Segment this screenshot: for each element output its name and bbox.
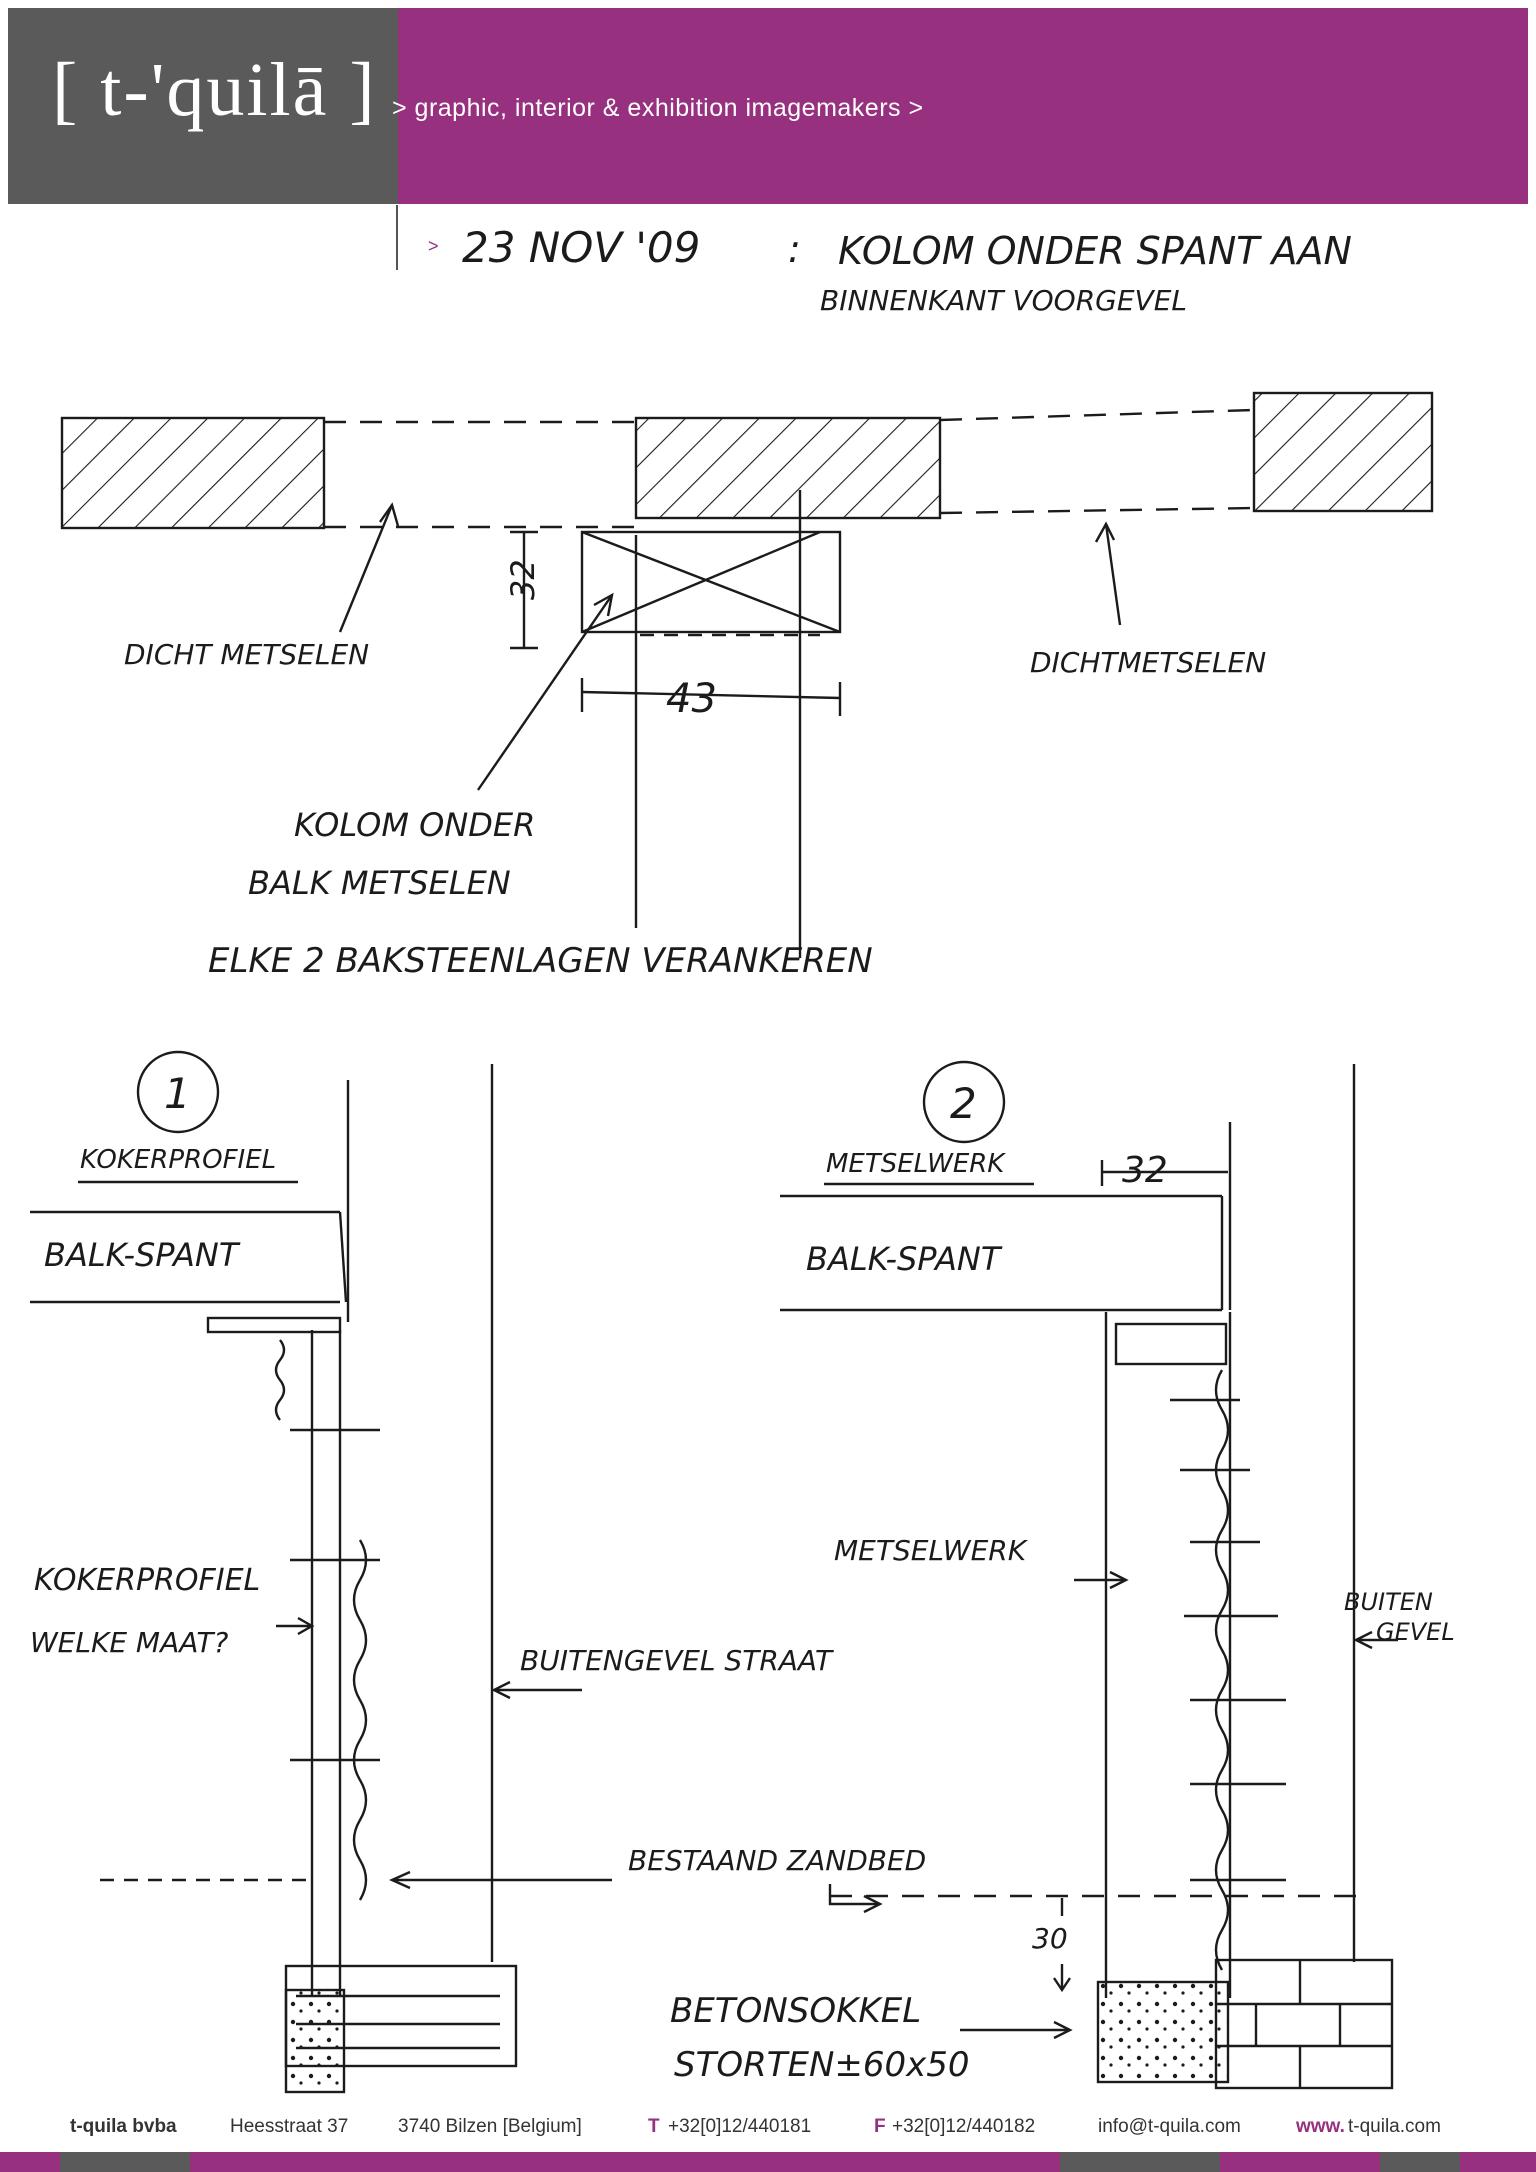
company-logo: [ t-'quilā ]: [52, 48, 377, 132]
note-title-line1: KOLOM ONDER SPANT AAN: [838, 229, 1352, 273]
footer-city: 3740 Bilzen [Belgium]: [398, 2116, 582, 2137]
plan-dim-height: 32: [504, 559, 542, 600]
plinth-label-line2: STORTEN±60x50: [674, 2045, 970, 2085]
plan-left-label: DICHT METSELEN: [124, 638, 369, 671]
plan-column-label-line2: BALK METSELEN: [248, 864, 511, 902]
plan-view: [60, 391, 1434, 958]
plinth-label-line1: BETONSOKKEL: [670, 1991, 921, 2031]
footer-email[interactable]: info@t-quila.com: [1098, 2116, 1241, 2137]
footer-company: t-quila bvba: [70, 2116, 177, 2137]
section-2-facade-label-line2: GEVEL: [1376, 1618, 1455, 1646]
plan-dim-width: 43: [666, 676, 717, 722]
footer-fax-prefix: F: [874, 2116, 886, 2137]
section-2-facade-label-line1: BUITEN: [1344, 1588, 1433, 1616]
section-1: [30, 1050, 612, 2094]
section-1-profile-question: WELKE MAAT?: [30, 1626, 228, 1659]
footer-tel-prefix: T: [648, 2116, 660, 2137]
header-logo-panel: [8, 8, 398, 204]
section-1-number: 1: [164, 1069, 191, 1118]
section-1-heading: KOKERPROFIEL: [80, 1145, 276, 1175]
note-title-line2: BINNENKANT VOORGEVEL: [820, 284, 1187, 317]
section-2-dim-width: 32: [1122, 1150, 1168, 1191]
wall-left: [60, 416, 326, 530]
header-tagline-panel: [398, 8, 1528, 204]
note-separator: :: [788, 227, 801, 271]
section-2-beam-label: BALK-SPANT: [806, 1240, 1003, 1278]
footer-tel: +32[0]12/440181: [668, 2116, 812, 2137]
plan-column-label-line1: KOLOM ONDER: [294, 806, 535, 844]
beam-middle: [634, 416, 942, 520]
depth-dimension: 30: [1032, 1922, 1068, 1955]
section-2: [780, 1060, 1398, 2090]
plan-right-label: DICHTMETSELEN: [1030, 646, 1266, 679]
footer-color-bar: [0, 2152, 1536, 2172]
note-bullet: >: [428, 236, 439, 256]
section-2-heading: METSELWERK: [826, 1149, 1006, 1179]
company-tagline: > graphic, interior & exhibition imagema…: [392, 94, 924, 122]
footer-fax: +32[0]12/440182: [892, 2116, 1036, 2137]
sandbed-label: BESTAAND ZANDBED: [628, 1844, 926, 1877]
section-1-profile-label: KOKERPROFIEL: [34, 1563, 260, 1598]
plan-anchor-note: ELKE 2 BAKSTEENLAGEN VERANKEREN: [208, 941, 873, 981]
footer-web[interactable]: t-quila.com: [1348, 2116, 1441, 2137]
wall-right: [1252, 391, 1434, 513]
section-1-facade-label: BUITENGEVEL STRAAT: [520, 1644, 834, 1677]
note-date: 23 NOV '09: [462, 223, 700, 272]
section-2-number: 2: [950, 1079, 977, 1128]
footer-street: Heesstraat 37: [230, 2116, 349, 2137]
section-1-beam-label: BALK-SPANT: [44, 1236, 241, 1274]
footer-web-prefix: www.: [1296, 2116, 1345, 2137]
footer: t-quila bvba Heesstraat 37 3740 Bilzen […: [0, 2116, 1536, 2146]
column: [580, 530, 842, 634]
section-2-masonry-label: METSELWERK: [834, 1534, 1029, 1567]
